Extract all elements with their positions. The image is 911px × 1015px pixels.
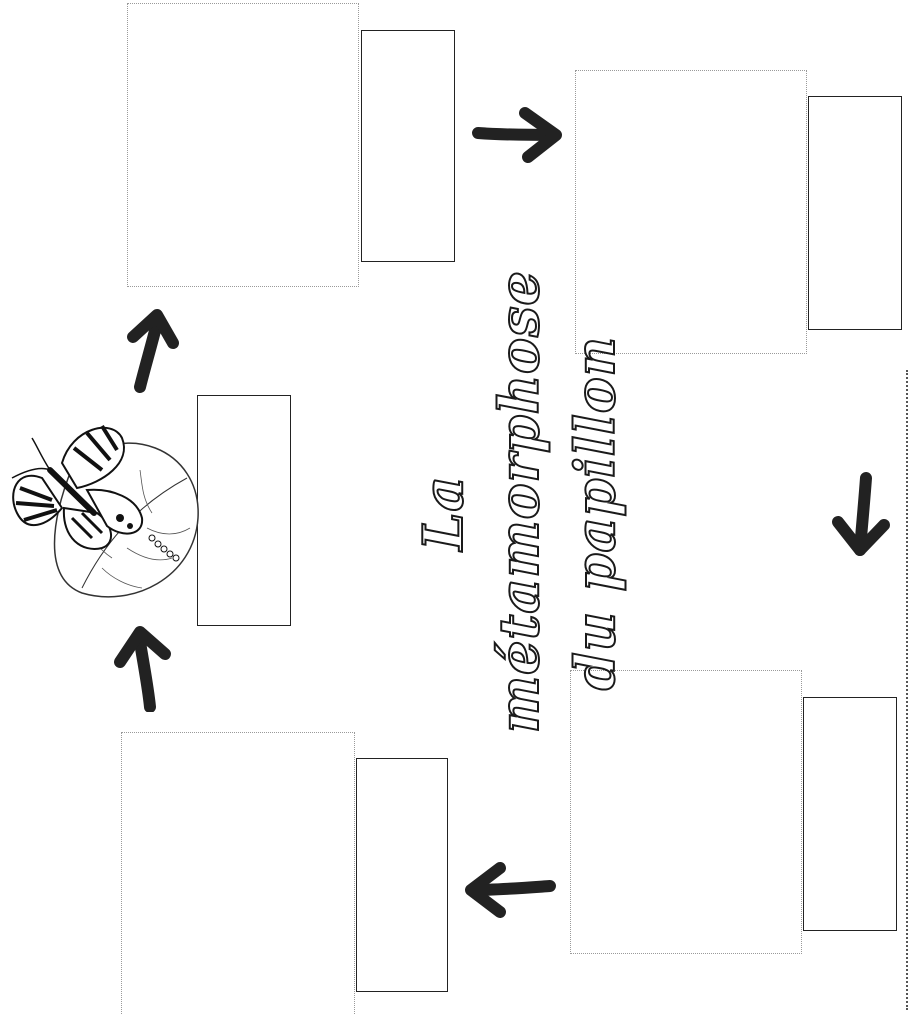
stage-3-label-box[interactable]	[803, 697, 897, 931]
butterfly-on-leaf-illustration	[2, 408, 202, 608]
page-edge-dotted-line	[906, 370, 908, 1010]
stage-4-label-box[interactable]	[356, 758, 448, 992]
arrow-down-icon	[828, 470, 893, 560]
butterfly-icon	[2, 408, 202, 608]
butterfly-label-box[interactable]	[197, 395, 291, 626]
arrow-up-icon	[110, 622, 180, 712]
arrow-right-icon	[470, 105, 565, 165]
title-line-1: La métamorphose	[405, 293, 557, 733]
stage-1-picture-box[interactable]	[127, 3, 359, 287]
stage-1-label-box[interactable]	[361, 30, 455, 262]
stage-4-picture-box[interactable]	[121, 732, 355, 1015]
title-line-2: du papillon	[557, 293, 633, 733]
stage-2-label-box[interactable]	[808, 96, 902, 330]
arrow-left-icon	[462, 860, 557, 920]
worksheet-title: La métamorphose du papillon	[405, 293, 565, 733]
arrow-up-icon-2	[115, 305, 185, 395]
